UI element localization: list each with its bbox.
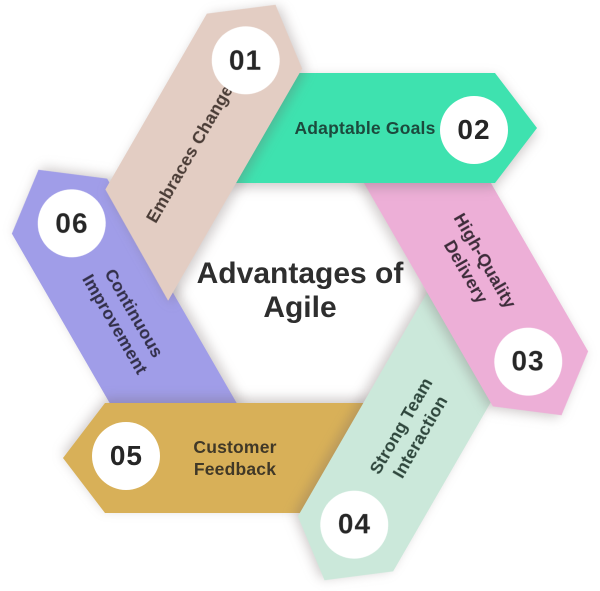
step-number: 05 [109,440,143,471]
diagram-title-line1: Advantages of [196,257,404,290]
step-number: 02 [457,114,491,145]
step-label: Customer Feedback [150,403,320,513]
step-label-line: Feedback [193,459,277,479]
step-number: 04 [337,508,371,540]
diagram-title-line2: Agile [263,290,337,324]
step-label-line: Customer [193,436,277,457]
diagram-title: Advantages of Agile [150,257,450,324]
step-number: 01 [229,44,263,76]
step-number-circle: 05 [92,422,160,490]
step-label: Adaptable Goals [280,73,450,183]
step-label-line: Embraces Change [141,81,237,227]
step-number-circle: 02 [440,96,508,164]
step-number: 03 [511,345,545,377]
arrow-shape: Adaptable Goals 02 [227,73,537,183]
banner-adaptable-goals: Adaptable Goals 02 [227,73,537,183]
step-label-line: Adaptable Goals [294,117,436,138]
